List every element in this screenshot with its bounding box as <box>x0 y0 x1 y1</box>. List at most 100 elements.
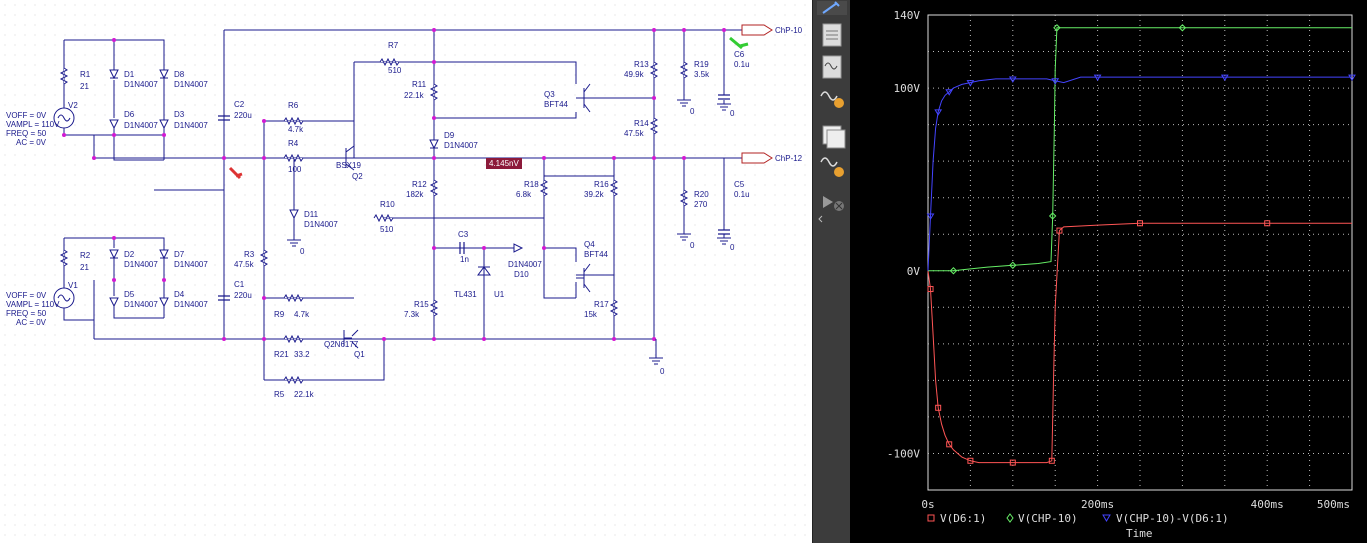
legend-marker-red <box>927 514 935 522</box>
svg-text:VOFF = 0V: VOFF = 0V <box>6 291 47 300</box>
waveform-zoom-icon[interactable] <box>820 91 844 108</box>
series-marker <box>945 89 954 96</box>
svg-text:Q4: Q4 <box>584 240 595 249</box>
svg-text:C2: C2 <box>234 100 245 109</box>
svg-text:6.8k: 6.8k <box>516 190 532 199</box>
series-marker <box>967 457 974 464</box>
svg-text:D3: D3 <box>174 110 185 119</box>
svg-text:R19: R19 <box>694 60 709 69</box>
plot-series <box>926 24 1356 466</box>
waveform-edit-icon[interactable] <box>820 157 844 177</box>
x-tick-label: 0s <box>921 498 934 511</box>
svg-text:R17: R17 <box>594 300 609 309</box>
series-marker <box>935 404 942 411</box>
svg-text:VAMPL = 110V: VAMPL = 110V <box>6 300 60 309</box>
svg-text:220u: 220u <box>234 291 252 300</box>
svg-text:Q2N6177: Q2N6177 <box>324 340 359 349</box>
probe-remove-icon[interactable] <box>823 196 844 211</box>
svg-text:FREQ = 50: FREQ = 50 <box>6 129 47 138</box>
probe-pin-icon[interactable] <box>817 1 847 15</box>
waveform-doc-icon[interactable] <box>822 55 842 79</box>
svg-text:U1: U1 <box>494 290 505 299</box>
svg-text:D1N4007: D1N4007 <box>174 260 208 269</box>
resistors <box>59 57 689 385</box>
svg-text:R3: R3 <box>244 250 255 259</box>
port-chp12-shape[interactable] <box>741 152 773 164</box>
red-probe-icon[interactable] <box>228 166 243 180</box>
legend-marker-blue <box>1102 514 1111 522</box>
svg-text:100: 100 <box>288 165 302 174</box>
svg-text:R15: R15 <box>414 300 429 309</box>
svg-text:D5: D5 <box>124 290 135 299</box>
svg-text:D10: D10 <box>514 270 529 279</box>
series-marker <box>1264 220 1271 227</box>
svg-text:V2: V2 <box>68 101 78 110</box>
series-marker <box>1348 74 1356 82</box>
svg-text:1n: 1n <box>460 255 469 264</box>
svg-text:Q1: Q1 <box>354 350 365 359</box>
svg-text:R10: R10 <box>380 200 395 209</box>
svg-text:D9: D9 <box>444 131 455 140</box>
collapse-arrow-icon[interactable] <box>818 215 823 223</box>
svg-text:C1: C1 <box>234 280 245 289</box>
svg-text:R16: R16 <box>594 180 609 189</box>
svg-text:R7: R7 <box>388 41 399 50</box>
series-marker <box>934 109 943 116</box>
svg-text:D7: D7 <box>174 250 185 259</box>
plot-legend: V(D6:1) V(CHP-10) V(CHP-10)-V(D6:1) <box>927 512 1229 525</box>
schematic-canvas[interactable]: 4.145nV ChP-10 ChP-12 0 0 0 0 0 0 V2 VOF… <box>0 0 812 543</box>
svg-text:R4: R4 <box>288 139 299 148</box>
series-marker <box>1220 74 1229 82</box>
legend-item-vdiff[interactable]: V(CHP-10)-V(D6:1) <box>1116 512 1229 525</box>
svg-text:D1N4007: D1N4007 <box>124 80 158 89</box>
legend-item-vchp10[interactable]: V(CHP-10) <box>1018 512 1078 525</box>
svg-text:D1N4007: D1N4007 <box>174 121 208 130</box>
svg-text:21: 21 <box>80 263 89 272</box>
series-marker <box>1048 212 1057 220</box>
stacked-windows-icon[interactable] <box>822 125 846 149</box>
svg-text:AC = 0V: AC = 0V <box>16 318 47 327</box>
y-axis-ticks: 140V 100V 0V -100V <box>887 9 920 460</box>
svg-text:R14: R14 <box>634 119 649 128</box>
svg-text:R5: R5 <box>274 390 285 399</box>
svg-text:D6: D6 <box>124 110 135 119</box>
voltage-readout: 4.145nV <box>489 159 519 168</box>
legend-item-vd6[interactable]: V(D6:1) <box>940 512 986 525</box>
transistors <box>342 83 591 349</box>
document-icon[interactable] <box>822 23 842 47</box>
svg-text:D1N4007: D1N4007 <box>124 260 158 269</box>
green-probe-icon[interactable] <box>729 36 749 50</box>
port-chp10-shape[interactable] <box>741 24 773 36</box>
ground-label: 0 <box>690 241 695 250</box>
svg-text:R9: R9 <box>274 310 285 319</box>
series-line-1 <box>928 27 1352 272</box>
schematic-drawing[interactable]: 4.145nV ChP-10 ChP-12 0 0 0 0 0 0 V2 VOF… <box>0 0 812 543</box>
svg-text:VAMPL = 110V: VAMPL = 110V <box>6 120 60 129</box>
svg-text:R11: R11 <box>412 80 427 89</box>
svg-text:22.1k: 22.1k <box>294 390 315 399</box>
y-tick-label: 0V <box>907 265 921 278</box>
svg-text:D1N4007: D1N4007 <box>174 300 208 309</box>
svg-text:4.7k: 4.7k <box>294 310 310 319</box>
series-marker <box>926 213 935 220</box>
y-tick-label: -100V <box>887 447 920 460</box>
y-tick-label: 100V <box>894 82 921 95</box>
capacitors <box>218 94 730 301</box>
svg-text:FREQ = 50: FREQ = 50 <box>6 309 47 318</box>
junction-dots <box>62 28 726 341</box>
port-connectors[interactable] <box>741 24 773 164</box>
series-marker <box>946 441 953 448</box>
svg-text:22.1k: 22.1k <box>404 91 425 100</box>
y-tick-label: 140V <box>894 9 921 22</box>
svg-text:7.3k: 7.3k <box>404 310 420 319</box>
series-line-0 <box>927 222 1352 464</box>
svg-text:D1N4007: D1N4007 <box>304 220 338 229</box>
voltage-probes[interactable] <box>228 36 749 180</box>
svg-text:4.7k: 4.7k <box>288 125 304 134</box>
svg-text:BFT44: BFT44 <box>544 100 569 109</box>
x-tick-label: 400ms <box>1251 498 1284 511</box>
svg-text:220u: 220u <box>234 111 252 120</box>
svg-text:182k: 182k <box>406 190 424 199</box>
